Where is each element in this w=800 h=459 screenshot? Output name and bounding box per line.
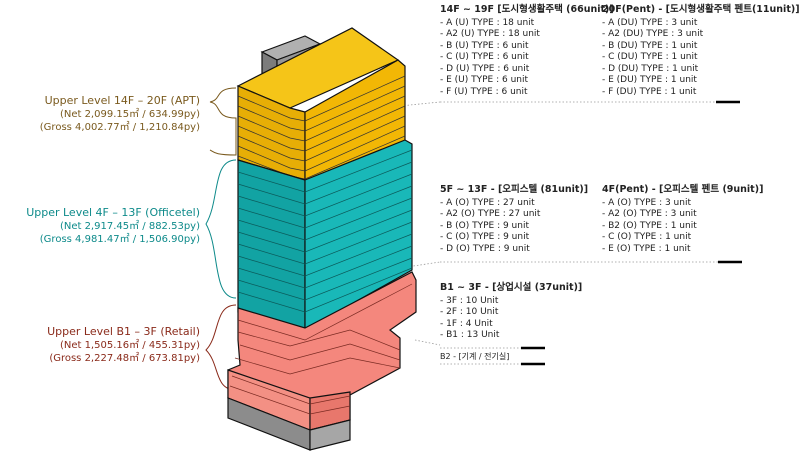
retail-zone-net: (Net 1,505.16㎡ / 455.31py) [59,340,200,351]
list-item: - A2 (DU) TYPE : 3 unit [602,29,704,39]
apt-main-unit-list: 14F ~ 19F [도시형생활주택 (66unit)] - A (U) TYP… [440,4,614,98]
officetel-main-heading: 5F ~ 13F - [오피스텔 (81unit)] [440,184,589,195]
officetel-floor-lines [237,149,413,313]
apt-pent-unit-list: 20F(Pent) - [도시형생활주택 펜트(11unit)] - A (DU… [602,4,800,98]
list-item: - E (DU) TYPE : 1 unit [602,75,697,85]
list-item: - E (U) TYPE : 6 unit [440,75,529,85]
apt-zone-gross: (Gross 4,002.77㎡ / 1,210.84py) [39,122,200,133]
list-item: - A (O) TYPE : 3 unit [602,197,691,208]
officetel-bracket [205,159,237,299]
officetel-zone-gross: (Gross 4,981.47㎡ / 1,506.90py) [39,234,200,245]
list-item: - A (U) TYPE : 18 unit [440,17,535,28]
officetel-pent-unit-list: 4F(Pent) - [오피스텔 펜트 (9unit)] - A (O) TYP… [602,184,763,255]
list-item: - C (O) TYPE : 1 unit [602,232,692,242]
retail-unit-list: B1 ~ 3F - [상업시설 (37unit)] - 3F : 10 Unit… [440,282,582,342]
list-item: - F (U) TYPE : 6 unit [440,86,528,97]
apt-pent-heading: 20F(Pent) - [도시형생활주택 펜트(11unit)] [602,4,800,15]
officetel-zone-title: Upper Level 4F – 13F (Officetel) [26,206,200,219]
list-item: - B (DU) TYPE : 1 unit [602,40,698,51]
list-item: - F (DU) TYPE : 1 unit [602,86,697,97]
officetel-main-unit-list: 5F ~ 13F - [오피스텔 (81unit)] - A (O) TYPE … [440,184,588,255]
list-item: - A2 (O) TYPE : 27 unit [440,209,541,219]
retail-zone-gross: (Gross 2,227.48㎡ / 673.81py) [49,353,200,364]
officetel-zone-label: Upper Level 4F – 13F (Officetel) (Net 2,… [0,206,200,246]
list-item: - A (DU) TYPE : 3 unit [602,17,698,28]
apt-zone-label: Upper Level 14F – 20F (APT) (Net 2,099.1… [0,94,200,134]
apt-zone-net: (Net 2,099.15㎡ / 634.99py) [59,109,200,120]
zone-brackets [205,87,237,391]
list-item: - B (U) TYPE : 6 unit [440,40,529,51]
list-item: - 2F : 10 Unit [440,307,499,317]
apt-zone-title: Upper Level 14F – 20F (APT) [44,94,200,107]
list-item: - 1F : 4 Unit [440,318,493,329]
basement-volume [227,397,351,451]
officetel-zone-net: (Net 2,917.45㎡ / 882.53py) [59,221,200,232]
list-item: - A2 (U) TYPE : 18 unit [440,29,540,39]
retail-bracket [205,304,237,391]
officetel-volume [237,139,413,332]
list-item: - B (O) TYPE : 9 unit [440,220,529,231]
list-item: - A2 (O) TYPE : 3 unit [602,209,697,219]
building-massing-diagram [205,27,742,451]
list-item: - C (U) TYPE : 6 unit [440,52,529,62]
list-item: - 3F : 10 Unit [440,295,499,306]
list-item: - E (O) TYPE : 1 unit [602,243,691,254]
retail-heading: B1 ~ 3F - [상업시설 (37unit)] [440,282,583,293]
apt-main-heading: 14F ~ 19F [도시형생활주택 (66unit)] [440,4,614,15]
list-item: - B2 (O) TYPE : 1 unit [602,220,697,231]
list-item: - C (O) TYPE : 9 unit [440,232,530,242]
b2-label: B2 - [기계 / 전기실] [440,352,510,361]
retail-zone-label: Upper Level B1 – 3F (Retail) (Net 1,505.… [0,325,200,365]
officetel-pent-heading: 4F(Pent) - [오피스텔 펜트 (9unit)] [602,184,764,195]
retail-floor-lines [229,283,413,415]
list-item: - C (DU) TYPE : 1 unit [602,52,698,62]
list-item: - D (U) TYPE : 6 unit [440,63,530,74]
list-item: - B1 : 13 Unit [440,330,500,340]
list-item: - D (O) TYPE : 9 unit [440,243,530,254]
leader-endmarks [521,100,742,366]
list-item: - D (DU) TYPE : 1 unit [602,63,699,74]
list-item: - A (O) TYPE : 27 unit [440,197,535,208]
retail-zone-title: Upper Level B1 – 3F (Retail) [47,325,200,338]
apt-bracket [209,87,237,156]
